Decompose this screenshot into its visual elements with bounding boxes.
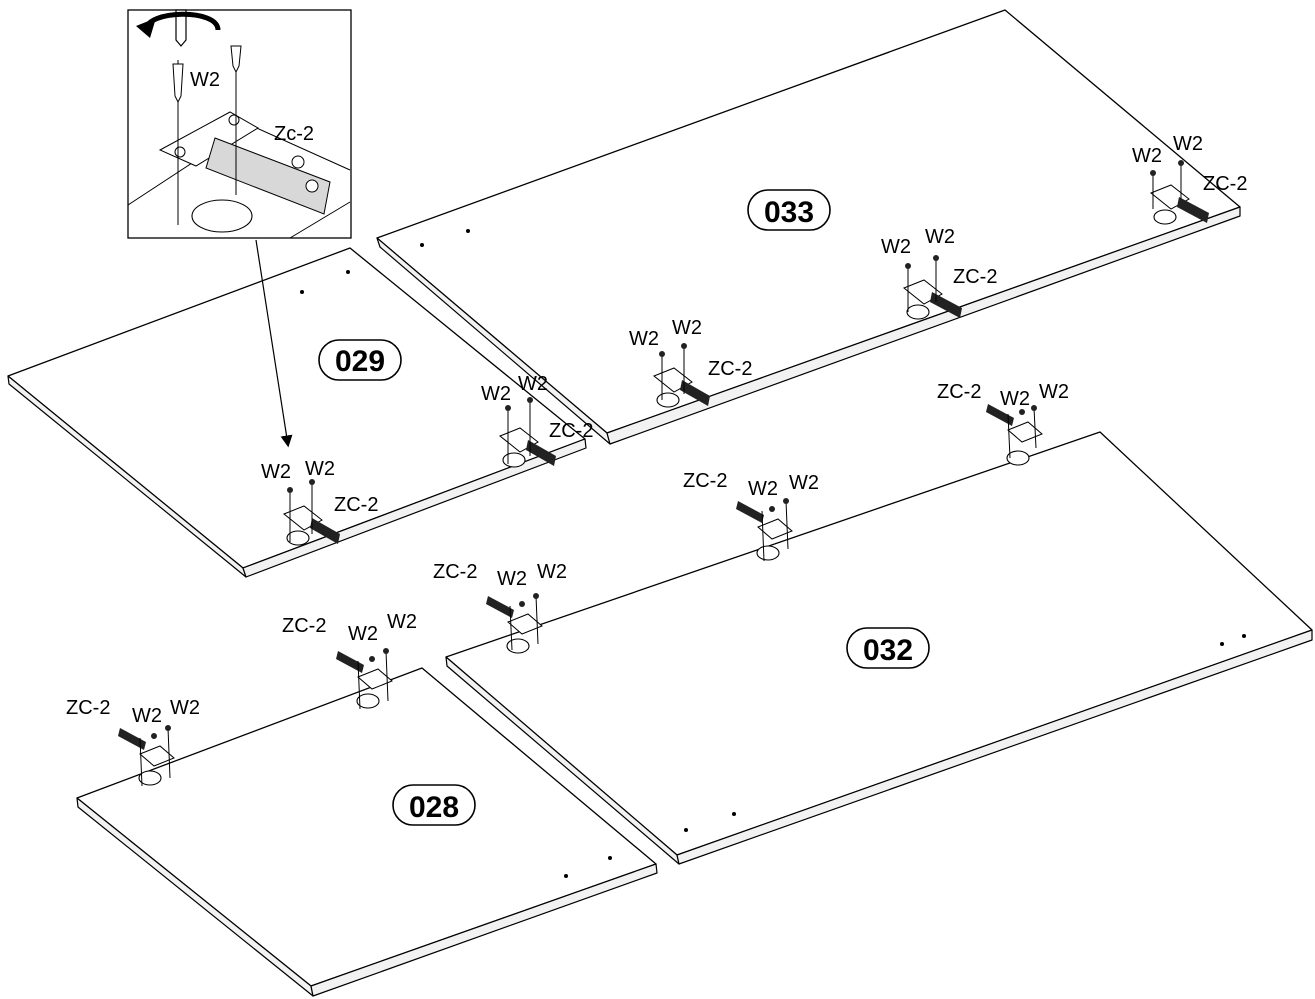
hinge-029-left [283,479,340,546]
w2-label: W2 [789,472,819,494]
panel-033: 033 [376,9,1241,445]
zc2-label: ZC-2 [433,561,477,583]
panel-033-label: 033 [764,196,814,229]
w2-label: W2 [1132,145,1162,167]
w2-label: W2 [170,697,200,719]
zc2-label: ZC-2 [282,615,326,637]
panel-029-label: 029 [335,345,385,378]
screw-labels: W2 W2 W2 W2 W2 W2 W2 W2 W2 W2 W2 W2 W2 W… [132,133,1203,727]
zc2-label: ZC-2 [708,358,752,380]
hinge-labels: ZC-2 ZC-2 ZC-2 ZC-2 ZC-2 ZC-2 ZC-2 ZC-2 … [66,173,1247,719]
w2-label: W2 [1173,133,1203,155]
hinge-029-right [499,397,556,468]
w2-label: W2 [518,373,548,395]
zc2-label: ZC-2 [66,697,110,719]
hinge-033-middle [903,255,962,320]
zc2-label: ZC-2 [683,470,727,492]
w2-label: W2 [629,328,659,350]
w2-label: W2 [261,461,291,483]
w2-label: W2 [672,317,702,339]
w2-label: W2 [387,611,417,633]
w2-label: W2 [305,458,335,480]
hinge-032-right [986,404,1043,466]
hinge-028-left [118,725,175,787]
zc2-label: ZC-2 [1203,173,1247,195]
zc2-label: ZC-2 [334,494,378,516]
detail-pointer-arrow [255,239,293,448]
detail-hinge-label: Zc-2 [274,123,314,145]
zc2-label: ZC-2 [937,381,981,403]
hinge-032-middle [736,498,793,562]
hinge-032-left [486,593,543,654]
panel-028-label: 028 [409,791,459,824]
w2-label: W2 [348,623,378,645]
detail-screw-label: W2 [190,69,220,91]
w2-label: W2 [481,383,511,405]
hinge-028-right [336,648,393,710]
w2-label: W2 [537,561,567,583]
hinge-033-left [653,343,710,408]
panel-029: 029 [7,247,587,578]
panel-028: 028 [76,667,658,997]
w2-label: W2 [1039,381,1069,403]
panel-032-label: 032 [863,634,913,667]
hinge-033-right [1150,160,1209,225]
w2-label: W2 [497,568,527,590]
detail-inset: W2 Zc-2 [127,9,352,239]
w2-label: W2 [881,236,911,258]
w2-label: W2 [925,226,955,248]
zc2-label: ZC-2 [549,420,593,442]
w2-label: W2 [132,705,162,727]
zc2-label: ZC-2 [953,266,997,288]
w2-label: W2 [748,478,778,500]
w2-label: W2 [1000,388,1030,410]
panel-032: 032 [445,431,1313,865]
